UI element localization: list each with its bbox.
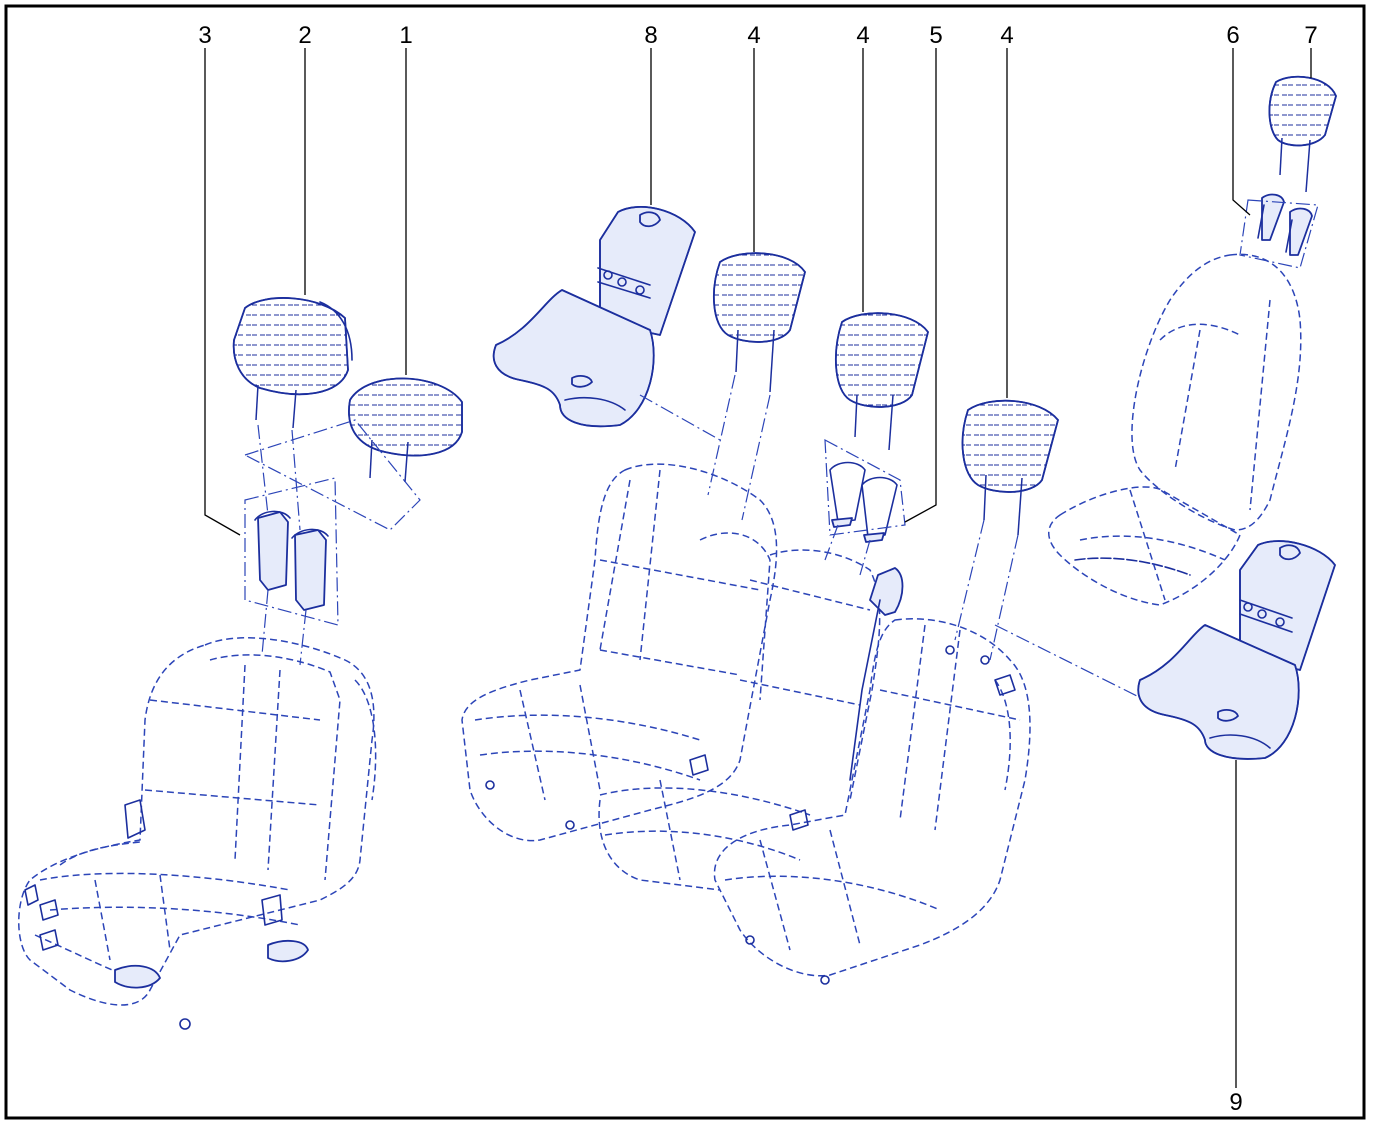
callout-7-label: 7: [1304, 22, 1317, 49]
rear-bench-outline: [461, 463, 1031, 985]
callout-4a-label: 4: [747, 22, 760, 49]
callout-1: 1: [399, 22, 413, 375]
headrest-1: [348, 377, 463, 483]
callout-7: 7: [1304, 22, 1318, 78]
booster-cushion-8: [492, 205, 696, 428]
front-seat-outline: [18, 637, 377, 1030]
callout-4b: 4: [856, 22, 870, 312]
headrest-guides-6: [1257, 193, 1313, 256]
callout-6-label: 6: [1226, 22, 1239, 49]
callout-6: 6: [1226, 22, 1251, 216]
diagram-frame: [4, 4, 1366, 1120]
callout-9: 9: [1229, 760, 1243, 1116]
callout-3: 3: [198, 22, 241, 536]
callout-8-label: 8: [644, 22, 657, 49]
callout-1-label: 1: [399, 22, 412, 49]
callout-4a: 4: [747, 22, 761, 252]
callout-2: 2: [298, 22, 312, 295]
booster-cushion-9: [1137, 540, 1336, 760]
callout-4b-label: 4: [856, 22, 869, 49]
callout-4c-label: 4: [1000, 22, 1013, 49]
callout-9-label: 9: [1229, 1089, 1242, 1116]
headrest-guides-5: [829, 461, 898, 543]
headrest-2: [232, 297, 353, 429]
headrest-guides-3: [254, 510, 329, 611]
headrest-4a: [712, 252, 806, 393]
callout-5-label: 5: [929, 22, 942, 49]
callout-8: 8: [644, 22, 658, 205]
callout-2-label: 2: [298, 22, 311, 49]
headrest-4c: [961, 399, 1059, 536]
right-seat-outline: [1048, 253, 1302, 606]
callout-3-label: 3: [198, 22, 211, 49]
callout-4c: 4: [1000, 22, 1014, 398]
headrest-7: [1268, 75, 1337, 193]
callout-5: 5: [904, 22, 943, 523]
headrest-4b: [834, 312, 929, 451]
